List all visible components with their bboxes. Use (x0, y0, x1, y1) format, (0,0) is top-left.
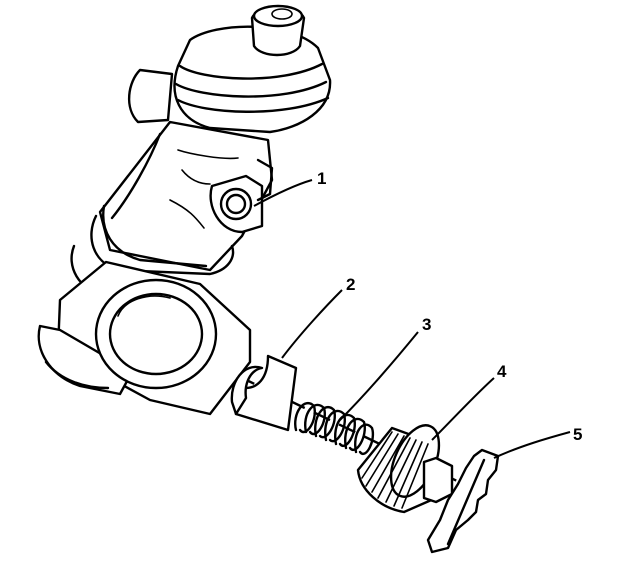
spring-part-3 (294, 402, 375, 455)
plug-part-4 (356, 424, 454, 514)
callout-2: 2 (346, 275, 355, 294)
callout-4: 4 (497, 362, 507, 381)
leader-line-4 (431, 377, 495, 441)
shim-part-2 (230, 354, 298, 432)
leader-line-2 (281, 289, 343, 359)
leader-line-3 (339, 331, 419, 421)
callout-1: 1 (317, 169, 326, 188)
leader-line-5 (493, 431, 571, 459)
retainer-part-5 (426, 448, 500, 554)
leader-line-1 (253, 179, 313, 207)
valve-body (37, 4, 332, 416)
callout-3: 3 (422, 315, 431, 334)
callout-5: 5 (573, 425, 582, 444)
